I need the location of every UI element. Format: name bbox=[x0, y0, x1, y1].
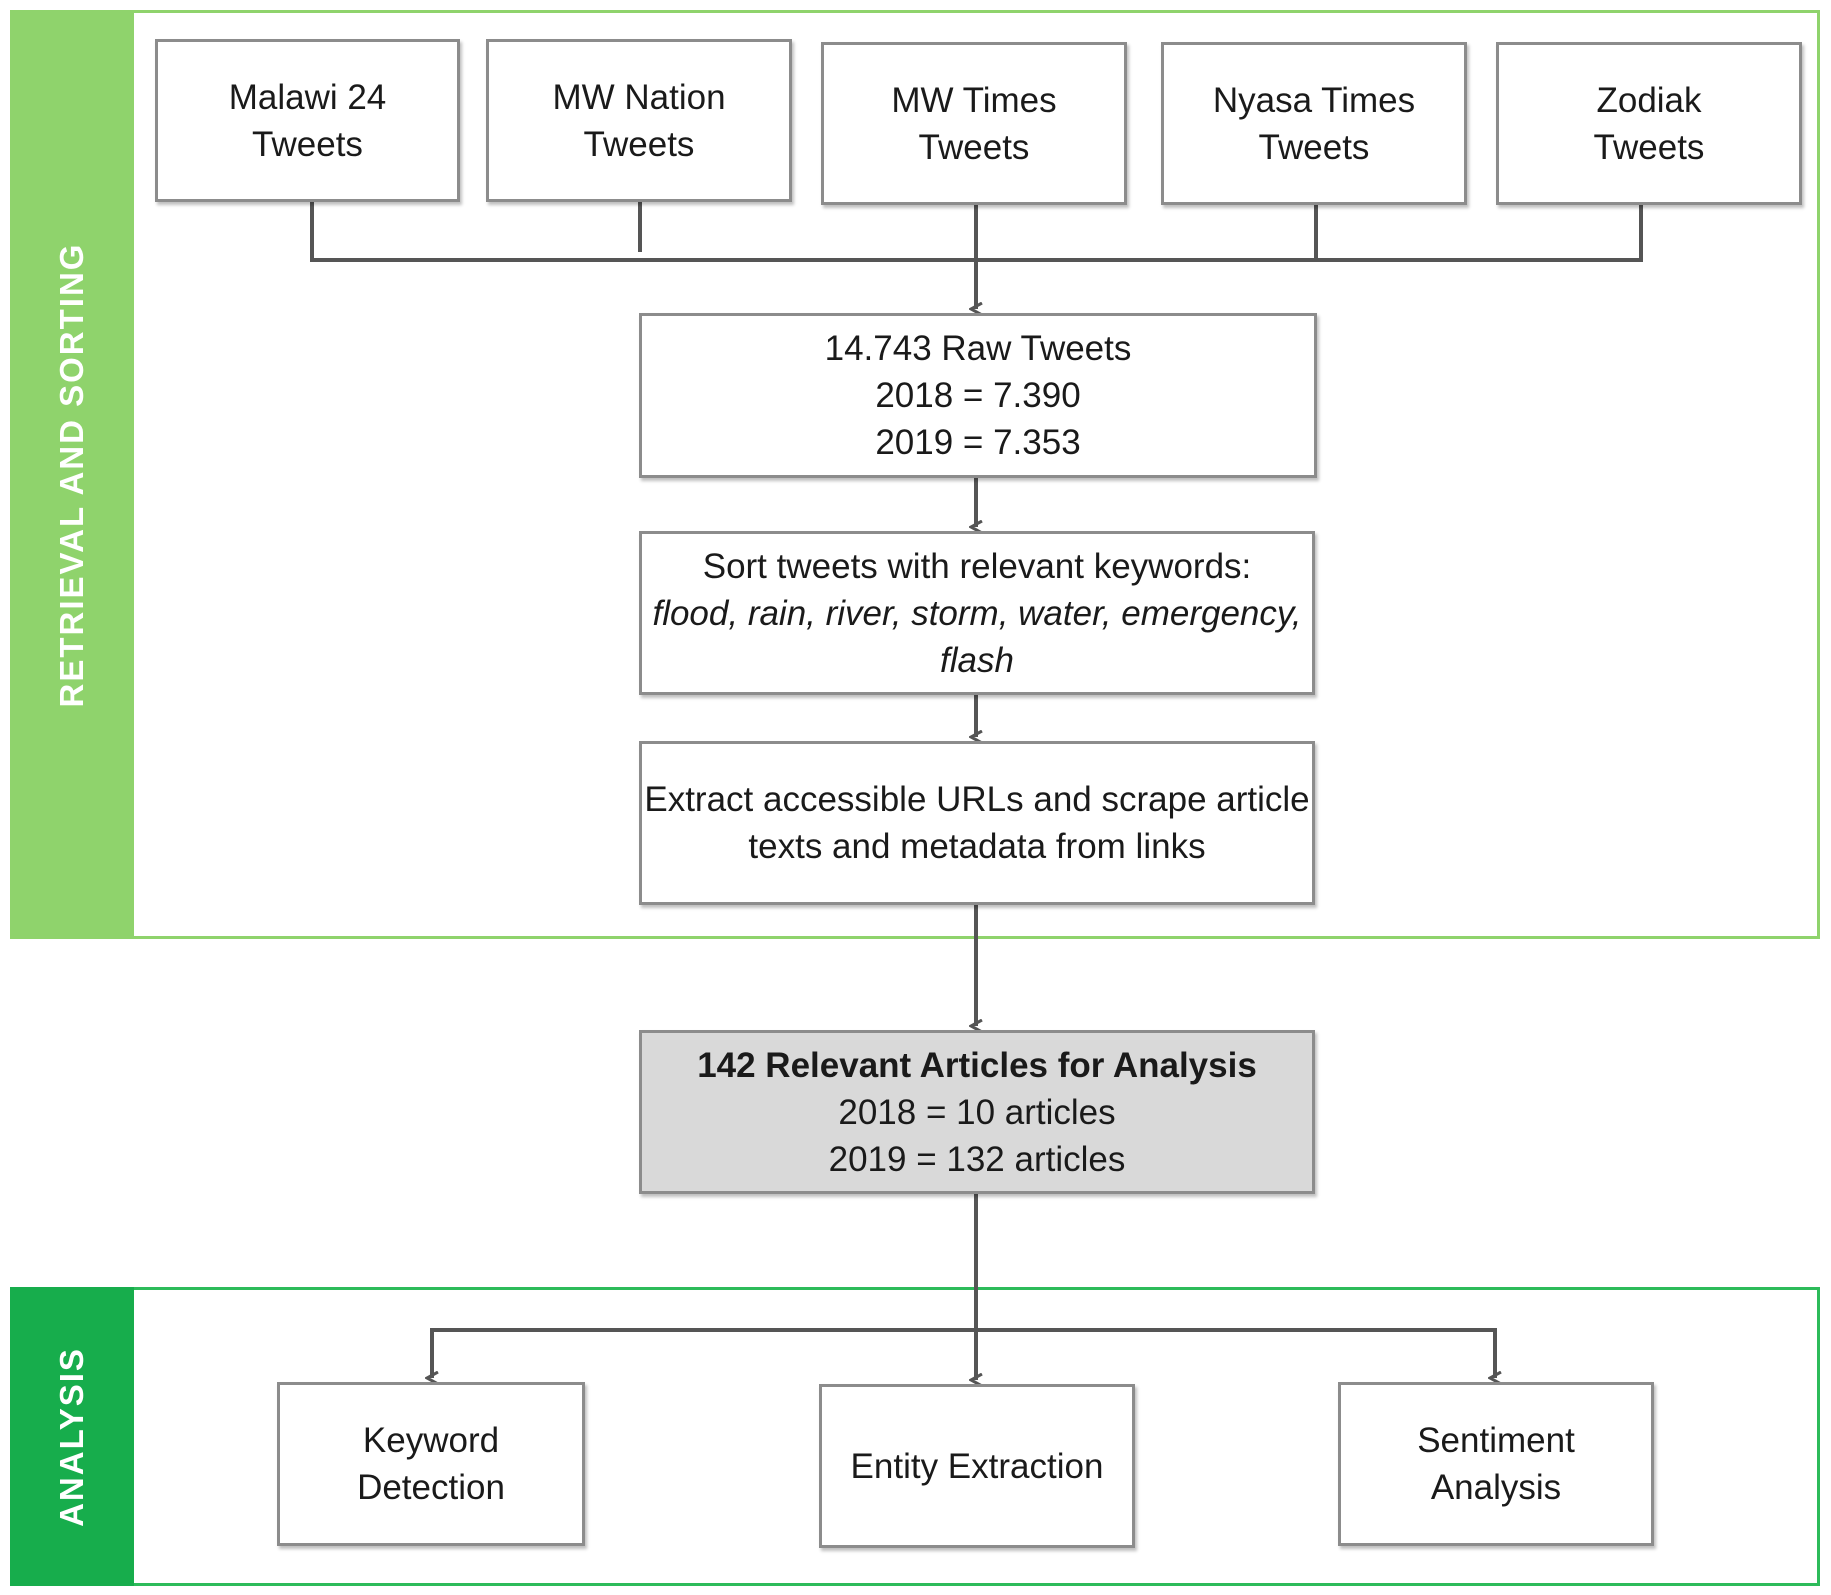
sort-keywords-line2: flash bbox=[940, 640, 1014, 680]
source-label-line2: Tweets bbox=[918, 127, 1030, 167]
source-box-zodiak: Zodiak Tweets bbox=[1496, 42, 1802, 205]
keyword-detection-line1: Keyword bbox=[362, 1421, 500, 1460]
source-box-malawi24: Malawi 24 Tweets bbox=[155, 39, 460, 202]
sort-instruction: Sort tweets with relevant keywords: bbox=[702, 546, 1252, 586]
sentiment-analysis-line1: Sentiment bbox=[1417, 1421, 1575, 1460]
sort-keywords-line1: flood, rain, river, storm, water, emerge… bbox=[652, 593, 1302, 633]
raw-tweets-2018: 2018 = 7.390 bbox=[875, 376, 1081, 415]
relevant-articles-title: 142 Relevant Articles for Analysis bbox=[697, 1045, 1257, 1085]
source-label-line1: MW Nation bbox=[552, 77, 726, 117]
keyword-detection-box: Keyword Detection bbox=[277, 1382, 585, 1546]
keyword-detection-line2: Detection bbox=[357, 1468, 505, 1507]
extract-line2: texts and metadata from links bbox=[748, 827, 1206, 866]
entity-extraction-box: Entity Extraction bbox=[819, 1384, 1135, 1548]
extract-urls-box: Extract accessible URLs and scrape artic… bbox=[639, 741, 1315, 905]
source-box-mw-nation: MW Nation Tweets bbox=[486, 39, 792, 202]
relevant-articles-2018: 2018 = 10 articles bbox=[838, 1092, 1116, 1132]
entity-extraction-label: Entity Extraction bbox=[850, 1446, 1104, 1486]
raw-tweets-box: 14.743 Raw Tweets 2018 = 7.390 2019 = 7.… bbox=[639, 313, 1317, 478]
analysis-section-band: ANALYSIS bbox=[10, 1287, 134, 1586]
source-label-line2: Tweets bbox=[1258, 127, 1370, 167]
relevant-articles-2019: 2019 = 132 articles bbox=[828, 1139, 1126, 1179]
source-label-line1: Zodiak bbox=[1596, 80, 1702, 120]
sort-keywords-box: Sort tweets with relevant keywords: floo… bbox=[639, 531, 1315, 695]
source-box-nyasa-times: Nyasa Times Tweets bbox=[1161, 42, 1467, 205]
source-box-mw-times: MW Times Tweets bbox=[821, 42, 1127, 205]
retrieval-section-band: RETRIEVAL AND SORTING bbox=[10, 10, 134, 939]
source-label-line2: Tweets bbox=[252, 124, 363, 164]
sentiment-analysis-line2: Analysis bbox=[1430, 1468, 1562, 1507]
raw-tweets-2019: 2019 = 7.353 bbox=[875, 423, 1081, 462]
source-label-line2: Tweets bbox=[1593, 127, 1705, 167]
extract-line1: Extract accessible URLs and scrape artic… bbox=[644, 780, 1310, 819]
source-label-line1: MW Times bbox=[891, 80, 1057, 120]
raw-tweets-title: 14.743 Raw Tweets bbox=[824, 329, 1132, 368]
sentiment-analysis-box: Sentiment Analysis bbox=[1338, 1382, 1654, 1546]
source-label-line2: Tweets bbox=[583, 124, 695, 164]
source-label-line1: Nyasa Times bbox=[1212, 80, 1416, 120]
source-label-line1: Malawi 24 bbox=[228, 77, 387, 117]
relevant-articles-box: 142 Relevant Articles for Analysis 2018 … bbox=[639, 1030, 1315, 1194]
